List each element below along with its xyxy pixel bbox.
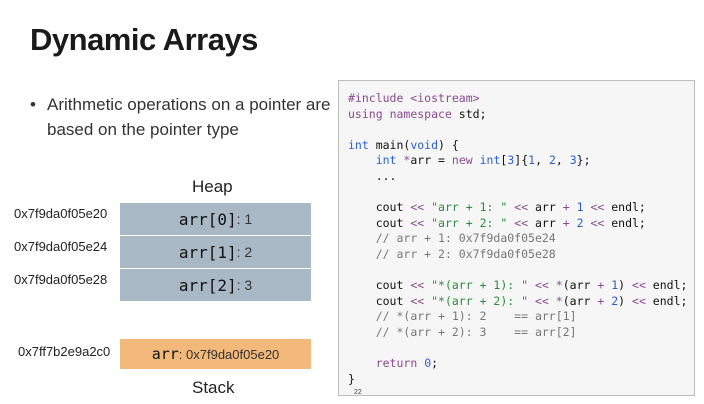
code-block: #include <iostream> using namespace std;… bbox=[348, 91, 687, 387]
code-line: cout << "*(arr + 1): " << *(arr + 1) << … bbox=[348, 278, 688, 293]
code-panel: #include <iostream> using namespace std;… bbox=[338, 80, 695, 396]
code-line: #include <iostream> bbox=[348, 91, 480, 105]
heap-cell-name: arr[1] bbox=[178, 242, 237, 262]
code-line: // arr + 2: 0x7f9da0f05e28 bbox=[375, 246, 556, 261]
stack-address: 0x7ff7b2e9a2c0 bbox=[18, 344, 111, 359]
slide-title: Dynamic Arrays bbox=[30, 22, 258, 57]
heap-cell-name: arr[0] bbox=[178, 209, 237, 229]
heap-address-2: 0x7f9da0f05e28 bbox=[14, 272, 108, 287]
code-line: // *(arr + 1): 2 == arr[1] bbox=[375, 309, 577, 324]
heap-cell-name: arr[2] bbox=[178, 275, 237, 295]
code-line: int main(void) { bbox=[348, 137, 459, 152]
code-line: } bbox=[348, 371, 355, 386]
heap-cell-0: arr[0]: 1 bbox=[120, 203, 311, 235]
code-line: cout << "*(arr + 2): " << *(arr + 2) << … bbox=[348, 293, 688, 308]
heap-cell-value: : 3 bbox=[236, 277, 253, 293]
stack-label: Stack bbox=[192, 378, 235, 397]
stack-cell-name: arr bbox=[151, 345, 179, 363]
code-line: ... bbox=[348, 168, 397, 183]
code-line: // arr + 1: 0x7f9da0f05e24 bbox=[375, 231, 556, 246]
heap-cell-value: : 1 bbox=[236, 211, 253, 227]
heap-label: Heap bbox=[192, 177, 233, 196]
code-line: // *(arr + 2): 3 == arr[2] bbox=[375, 324, 577, 339]
heap-address-0: 0x7f9da0f05e20 bbox=[14, 206, 108, 221]
heap-cell-2: arr[2]: 3 bbox=[120, 269, 311, 301]
code-line: cout << "arr + 2: " << arr + 2 << endl; bbox=[348, 215, 646, 230]
stack-cell: arr: 0x7f9da0f05e20 bbox=[120, 339, 311, 369]
bullet-text: Arithmetic operations on a pointer are b… bbox=[47, 95, 331, 139]
stack-cell-value: : 0x7f9da0f05e20 bbox=[178, 346, 280, 362]
heap-cell-1: arr[1]: 2 bbox=[120, 236, 311, 268]
heap-address-1: 0x7f9da0f05e24 bbox=[14, 239, 108, 254]
code-line: int *arr = new int[3]{1, 2, 3}; bbox=[375, 153, 591, 168]
slide-number: 22 bbox=[354, 389, 362, 396]
code-line: cout << "arr + 1: " << arr + 1 << endl; bbox=[348, 200, 646, 215]
bullet-marker: • bbox=[30, 95, 36, 114]
code-line: using namespace std; bbox=[348, 106, 487, 121]
heap-cell-value: : 2 bbox=[236, 244, 253, 260]
code-line: return 0; bbox=[375, 356, 439, 371]
